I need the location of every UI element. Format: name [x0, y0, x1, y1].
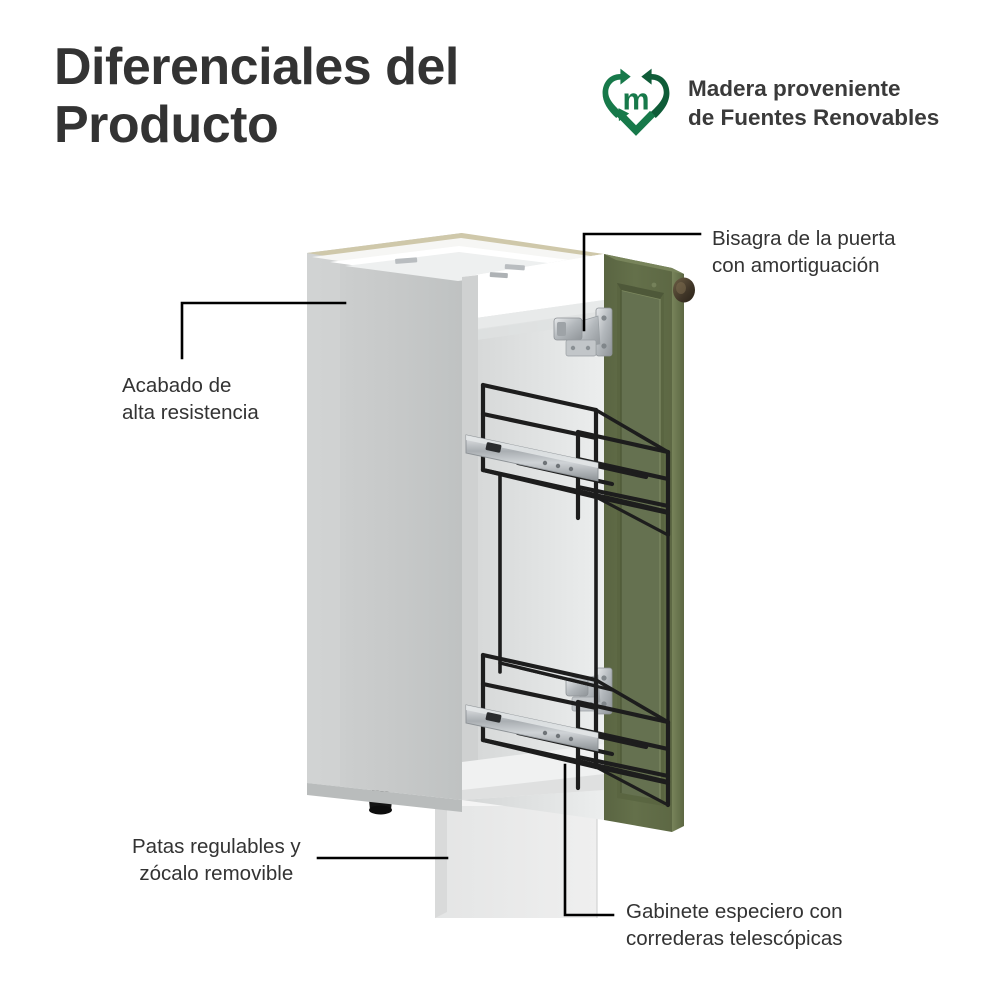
panel-lateral-blanco [307, 233, 462, 800]
corredera-telescopica-superior [465, 434, 599, 482]
callout-label-finish: Acabado de alta resistencia [122, 374, 259, 425]
page-title: Diferenciales del Producto [54, 38, 459, 155]
eco-logo-letter: m [622, 82, 649, 116]
leader-line-finish [180, 301, 347, 360]
renewable-wood-recycle-heart-icon: m [602, 68, 670, 136]
cuerpo-gabinete [307, 233, 604, 820]
callout-label-spice: Gabinete especiero con correderas telesc… [626, 900, 843, 951]
zocalo-removible [435, 800, 598, 918]
puerta-verde-oliva [604, 254, 695, 832]
leader-line-spice [563, 763, 615, 917]
leader-line-hinge [582, 232, 702, 332]
eco-certification-badge: m Madera proveniente de Fuentes Renovabl… [598, 66, 939, 142]
callout-label-hinge: Bisagra de la puerta con amortiguación [712, 227, 896, 278]
eco-badge-text: Madera proveniente de Fuentes Renovables [688, 76, 940, 130]
pomo-puerta [673, 277, 695, 303]
callout-label-legs: Patas regulables y zócalo removible [132, 835, 301, 886]
corredera-telescopica-inferior [465, 704, 599, 752]
